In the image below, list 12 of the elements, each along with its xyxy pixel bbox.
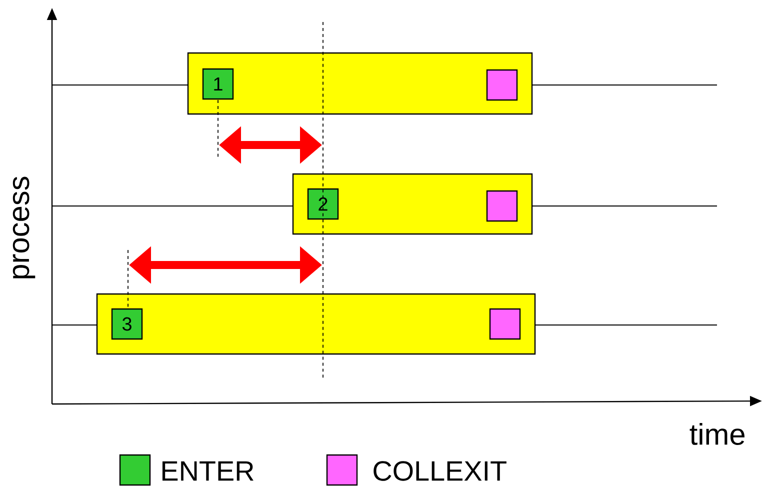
axis-label: process [12, 176, 36, 278]
enter-square: 3 [111, 308, 143, 340]
legend-label: ENTER [162, 461, 254, 481]
exit-square [489, 308, 521, 340]
enter-square: 2 [307, 188, 339, 220]
enter-square: 1 [202, 68, 234, 100]
exit-square [486, 190, 518, 222]
process-bar [187, 52, 533, 115]
exit-square [486, 69, 518, 101]
axis-label: time [690, 423, 744, 445]
legend-label: COLLEXIT [374, 461, 506, 481]
process-bar [96, 293, 536, 355]
